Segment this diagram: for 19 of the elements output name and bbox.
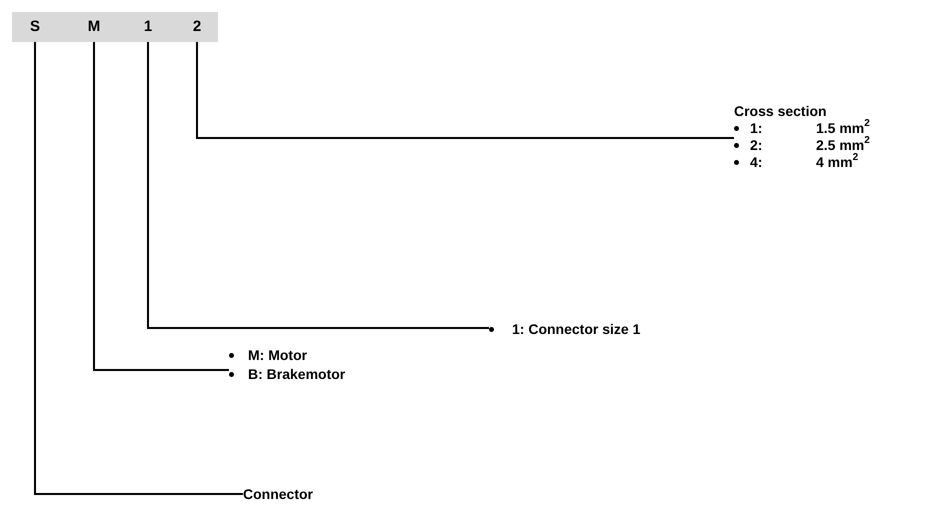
option-code: 2: (750, 137, 764, 154)
option-value: 2.5 mm$^{2}$ (816, 137, 870, 153)
option-description: Connector (243, 486, 313, 503)
option-value: 1.5 mm$^{2}$ (816, 120, 870, 136)
leader-line (93, 42, 229, 371)
option-code: 1: (750, 120, 764, 137)
code-letter: S (20, 13, 50, 41)
option-description: M: Motor (248, 347, 308, 364)
code-letter: M (79, 13, 109, 41)
section-heading: Cross section (734, 103, 828, 120)
option-value: 4 mm$^{2}$ (816, 154, 858, 171)
option-code: 4: (750, 154, 764, 171)
option-description: 1: Connector size 1 (512, 321, 640, 338)
leader-line (147, 42, 489, 329)
leader-line (34, 42, 243, 495)
code-letter: 2 (182, 13, 212, 41)
leader-line (196, 42, 734, 139)
code-letter: 1 (133, 13, 163, 41)
option-description: B: Brakemotor (248, 366, 346, 383)
